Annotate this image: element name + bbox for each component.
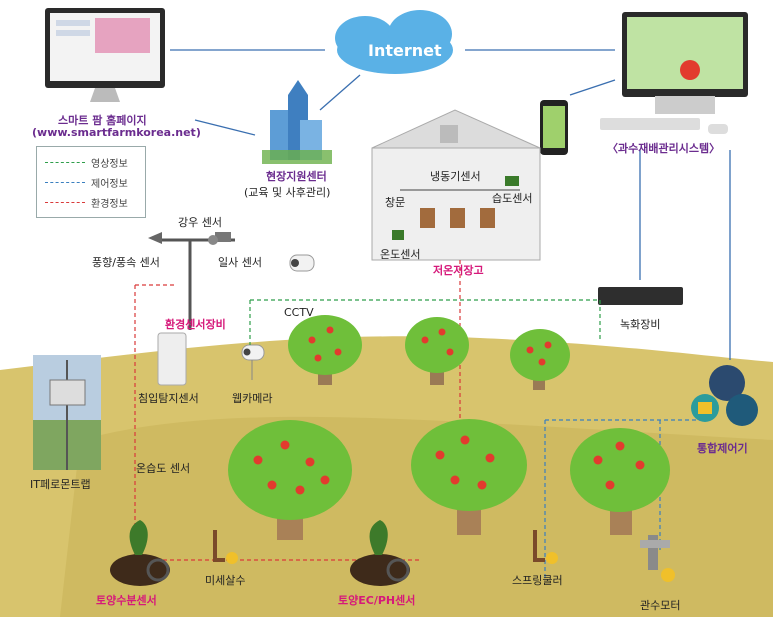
cctv-camera-icon	[289, 254, 315, 272]
humidity-sensor-label: 습도센서	[492, 192, 533, 205]
tree-back-2	[405, 317, 469, 385]
legend-item-control: 제어정보	[45, 175, 141, 190]
recorder-device-icon	[598, 287, 683, 305]
tree-front-1	[228, 420, 352, 540]
legend-line-green	[45, 162, 85, 163]
tree-front-3	[570, 428, 670, 535]
integrated-controller-label: 통합제어기	[697, 442, 748, 455]
soil-ec-ph-sensor-label: 토양EC/PH센서	[338, 594, 416, 607]
wind-sensor-label: 풍향/풍속 센서	[92, 256, 160, 269]
sprinkler-icon	[533, 530, 558, 564]
integrated-controller-icon	[691, 365, 758, 426]
legend-item-environment: 환경정보	[45, 195, 141, 210]
micro-sprinkler-icon	[213, 530, 238, 564]
legend-label: 제어정보	[91, 179, 128, 190]
soil-moisture-sensor-label: 토양수분센서	[96, 594, 157, 607]
support-center-sub: (교육 및 사후관리)	[244, 186, 331, 199]
weather-station-icon	[148, 232, 235, 330]
micro-sprinkler-label: 미세살수	[205, 574, 246, 587]
pump-motor-label: 관수모터	[640, 599, 681, 612]
legend-label: 영상정보	[91, 159, 128, 170]
legend-label: 환경정보	[91, 199, 128, 210]
network-arrows	[170, 49, 731, 360]
legend-line-blue	[45, 182, 85, 183]
homepage-url: (www.smartfarmkorea.net)	[32, 126, 201, 139]
legend-line-red	[45, 202, 85, 203]
env-sensor-box-icon	[157, 332, 187, 386]
temperature-sensor-label: 온도센서	[380, 248, 421, 261]
webcam-label: 웹카메라	[232, 392, 273, 405]
tree-back-3	[510, 329, 570, 390]
support-center-label: 현장지원센터	[266, 170, 327, 183]
cctv-label: CCTV	[284, 306, 314, 319]
intrusion-sensor-label: 침입탐지센서	[138, 392, 199, 405]
it-trap-label: IT페로몬트랩	[30, 478, 91, 491]
homepage-monitor-icon	[45, 8, 165, 102]
webcam-icon	[241, 344, 265, 380]
soil-moisture-sensor-icon	[110, 520, 170, 586]
orchard-system-label: 〈과수재배관리시스템〉	[607, 142, 721, 155]
support-center-building-icon	[262, 80, 332, 164]
soil-ec-ph-sensor-icon	[350, 520, 410, 586]
sprinkler-label: 스프링쿨러	[512, 574, 563, 587]
legend-item-video: 영상정보	[45, 155, 141, 170]
refrigerator-sensor-label: 냉동기센서	[430, 170, 481, 183]
solar-sensor-label: 일사 센서	[218, 256, 262, 269]
orchard-system-monitor-icon	[600, 12, 748, 134]
env-sensor-equipment-label: 환경센서장비	[165, 318, 226, 331]
cold-storage-label: 저온저장고	[433, 264, 484, 277]
legend: 영상정보 제어정보 환경정보	[36, 146, 146, 218]
window-label: 창문	[385, 196, 406, 209]
tree-front-2	[411, 419, 527, 535]
tree-back-1	[288, 315, 362, 385]
rain-sensor-label: 강우 센서	[178, 216, 222, 229]
internet-cloud-icon	[335, 10, 453, 74]
internet-label: Internet	[368, 41, 442, 60]
recorder-label: 녹화장비	[620, 318, 661, 331]
pump-motor-faucet-icon	[640, 535, 675, 582]
cold-storage-house-icon	[371, 109, 541, 261]
it-trap-photo	[33, 355, 101, 470]
smartphone-icon	[540, 100, 568, 155]
homepage-title: 스마트 팜 홈페이지	[58, 114, 147, 127]
temp-humidity-sensor-label: 온습도 센서	[136, 462, 191, 475]
